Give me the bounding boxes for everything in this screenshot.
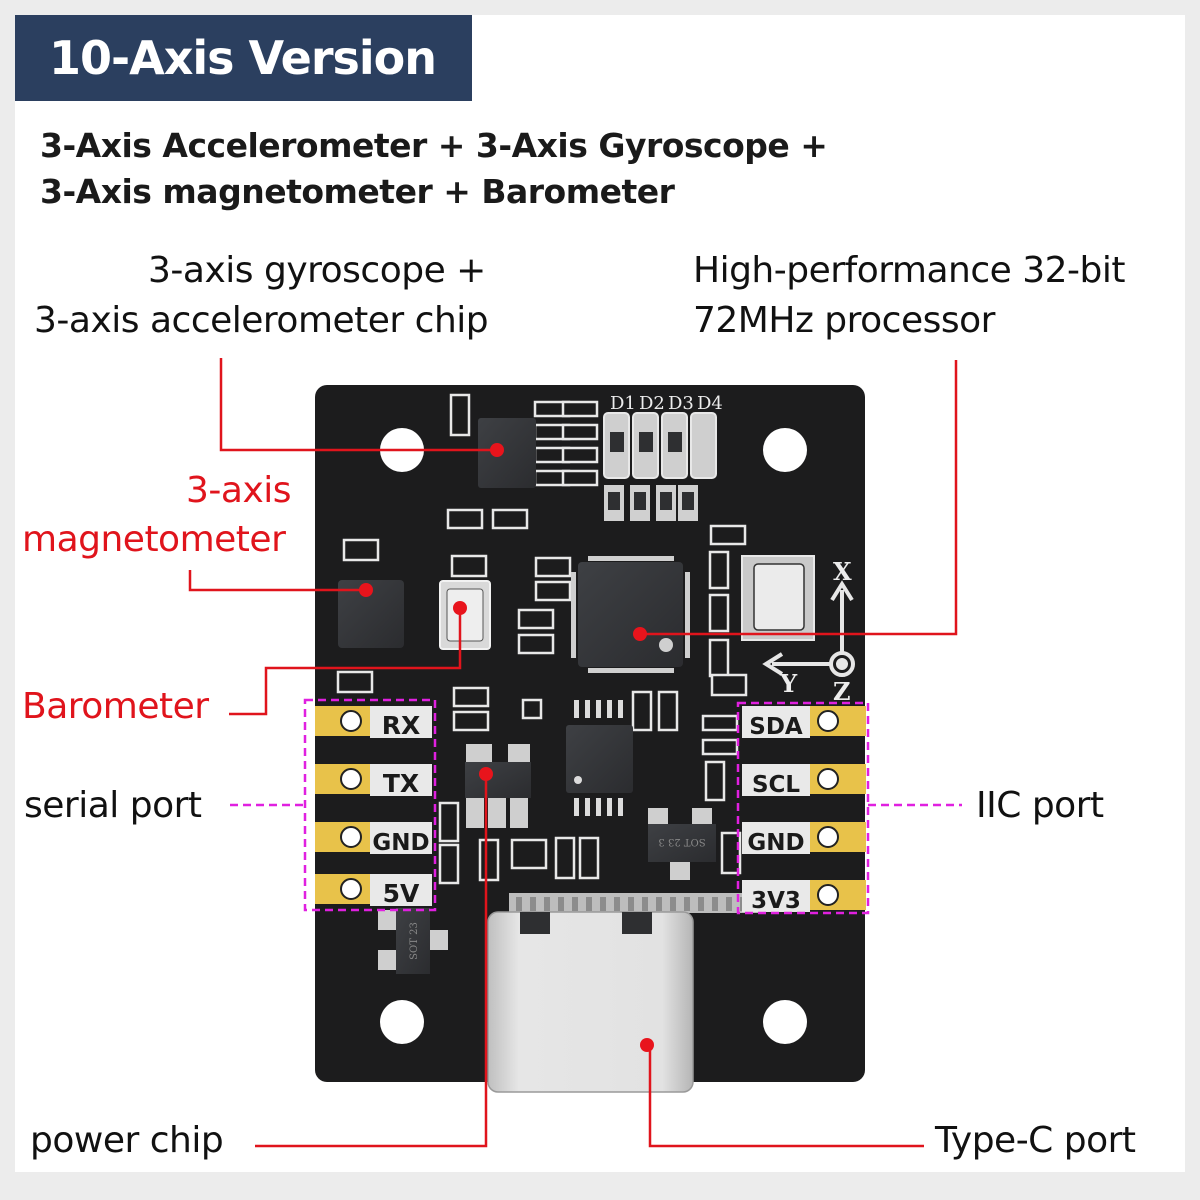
- processor-label-line-1: High-performance 32-bit: [693, 250, 1126, 291]
- power-chip-leader: [255, 776, 488, 1148]
- mounting-hole: [763, 1000, 807, 1044]
- sot23-transistor-left: SOT 23: [378, 908, 448, 974]
- pin-label-scl: SCL: [752, 772, 800, 798]
- serial-port-header: RX TX GND 5V: [315, 706, 432, 908]
- type-c-port-leader: [648, 1046, 924, 1148]
- pin-label-gnd-iic: GND: [747, 830, 804, 856]
- pin-label-3v3: 3V3: [751, 888, 801, 914]
- callout-leaders: [188, 358, 958, 1148]
- barometer-dot: [453, 601, 467, 615]
- serial-port-highlight: [303, 698, 437, 912]
- iic-port-highlight: [736, 701, 870, 915]
- mounting-hole: [763, 428, 807, 472]
- sot23-marking-left: SOT 23: [409, 922, 420, 960]
- magnetometer-leader: [188, 570, 366, 592]
- feature-summary-line-1: 3-Axis Accelerometer + 3-Axis Gyroscope …: [40, 126, 828, 165]
- feature-summary-line-2: 3-Axis magnetometer + Barometer: [40, 172, 675, 211]
- status-leds: D1 D2 D3 D4: [603, 393, 723, 521]
- pin-label-tx: TX: [383, 769, 419, 798]
- msop-chip: [566, 700, 633, 816]
- axis-label-z: Z: [833, 677, 851, 706]
- led-label-d2: D2: [639, 393, 665, 414]
- pin-label-5v: 5V: [383, 879, 420, 908]
- mounting-hole: [380, 1000, 424, 1044]
- imu-chip: [478, 418, 536, 488]
- magnetometer-chip: [338, 580, 404, 648]
- power-chip: [465, 744, 531, 828]
- power-chip-dot: [479, 767, 493, 781]
- port-highlight-boxes: [230, 698, 962, 915]
- callout-dots: [359, 443, 654, 1052]
- imu-chip-leader: [219, 358, 497, 452]
- magnetometer-dot: [359, 583, 373, 597]
- type-c-port-dot: [640, 1038, 654, 1052]
- power-chip-label: power chip: [30, 1120, 224, 1161]
- magnetometer-label-line-2: magnetometer: [22, 519, 286, 560]
- imu-chip-dot: [490, 443, 504, 457]
- imu-chip-label-line-2: 3-axis accelerometer chip: [34, 300, 489, 341]
- processor-dot: [633, 627, 647, 641]
- led-label-d3: D3: [668, 393, 694, 414]
- type-c-port-label: Type-C port: [935, 1120, 1136, 1161]
- barometer-leader: [229, 610, 462, 716]
- serial-port-label: serial port: [24, 785, 202, 826]
- passive-components: [336, 393, 748, 885]
- pin-label-rx: RX: [382, 711, 421, 740]
- axis-indicator: [762, 580, 855, 677]
- pin-label-sda: SDA: [749, 714, 803, 740]
- iic-port-header: SDA SCL GND 3V3: [742, 706, 866, 914]
- sot23-transistor-right: SOT 23 3: [648, 808, 716, 880]
- sot23-marking-right: SOT 23 3: [658, 836, 705, 847]
- processor-leader: [640, 360, 958, 636]
- mcu-processor-chip: [571, 556, 690, 673]
- processor-label-line-2: 72MHz processor: [693, 300, 995, 341]
- crystal-oscillator: [741, 555, 815, 641]
- pin-label-gnd-serial: GND: [372, 830, 429, 856]
- magnetometer-label-line-1: 3-axis: [186, 470, 292, 511]
- led-label-d1: D1: [610, 393, 636, 414]
- barometer-label: Barometer: [22, 686, 209, 727]
- version-title: 10-Axis Version: [15, 15, 472, 101]
- led-label-d4: D4: [697, 393, 723, 414]
- iic-port-label: IIC port: [976, 785, 1104, 826]
- imu-chip-label-line-1: 3-axis gyroscope +: [148, 250, 486, 291]
- axis-label-x: X: [833, 557, 852, 586]
- barometer-chip: [439, 580, 491, 650]
- axis-label-y: Y: [779, 669, 798, 698]
